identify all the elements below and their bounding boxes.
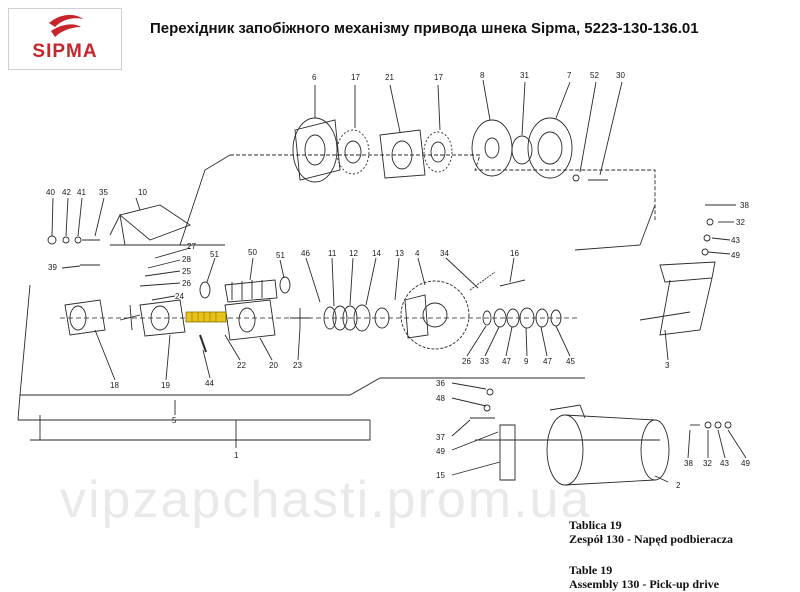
part-number-8: 8 <box>480 71 485 80</box>
part-number-36: 36 <box>436 379 445 388</box>
part-number-14: 14 <box>372 249 381 258</box>
part-number-4: 4 <box>415 249 420 258</box>
part-number-9: 9 <box>524 357 529 366</box>
part-number-13: 13 <box>395 249 404 258</box>
part-number-51: 51 <box>276 251 285 260</box>
sipma-swoosh-icon <box>49 14 83 37</box>
part-number-30: 30 <box>616 71 625 80</box>
part-number-32: 32 <box>736 218 745 227</box>
part-number-37: 37 <box>436 433 445 442</box>
part-number-48: 48 <box>436 394 445 403</box>
part-number-17: 17 <box>351 73 360 82</box>
caption-assembly-pl: Zespół 130 - Napęd podbieracza <box>569 532 734 546</box>
caption-table-en: Table 19 <box>569 563 613 577</box>
part-number-20: 20 <box>269 361 278 370</box>
part-number-26: 26 <box>462 357 471 366</box>
caption-table-pl: Tablica 19 <box>569 518 622 532</box>
logo-text: SIPMA <box>32 41 98 62</box>
part-number-41: 41 <box>77 188 86 197</box>
part-number-28: 28 <box>182 255 191 264</box>
part-number-15: 15 <box>436 471 445 480</box>
part-number-32: 32 <box>703 459 712 468</box>
part-number-38: 38 <box>740 201 749 210</box>
part-number-22: 22 <box>237 361 246 370</box>
highlighted-part-22 <box>185 311 227 323</box>
part-number-49: 49 <box>731 251 740 260</box>
part-number-47: 47 <box>502 357 511 366</box>
part-number-35: 35 <box>99 188 108 197</box>
part-number-5: 5 <box>172 416 177 425</box>
part-number-11: 11 <box>328 249 337 258</box>
part-number-43: 43 <box>720 459 729 468</box>
part-number-34: 34 <box>440 249 449 258</box>
part-number-38: 38 <box>684 459 693 468</box>
part-number-1: 1 <box>234 451 239 460</box>
part-number-26: 26 <box>182 279 191 288</box>
part-number-51: 51 <box>210 250 219 259</box>
part-number-6: 6 <box>312 73 317 82</box>
part-number-2: 2 <box>676 481 681 490</box>
part-number-18: 18 <box>110 381 119 390</box>
part-number-52: 52 <box>590 71 599 80</box>
part-number-21: 21 <box>385 73 394 82</box>
part-number-19: 19 <box>161 381 170 390</box>
part-number-49: 49 <box>436 447 445 456</box>
part-number-17: 17 <box>434 73 443 82</box>
part-number-44: 44 <box>205 379 214 388</box>
part-number-7: 7 <box>567 71 572 80</box>
part-number-23: 23 <box>293 361 302 370</box>
part-number-39: 39 <box>48 263 57 272</box>
part-number-16: 16 <box>510 249 519 258</box>
part-number-33: 33 <box>480 357 489 366</box>
part-number-25: 25 <box>182 267 191 276</box>
part-number-40: 40 <box>46 188 55 197</box>
page-title: Перехідник запобіжного механізму привода… <box>150 20 699 37</box>
sipma-logo: SIPMA <box>8 8 122 70</box>
part-number-27: 27 <box>187 242 196 251</box>
part-number-46: 46 <box>301 249 310 258</box>
part-number-49: 49 <box>741 459 750 468</box>
part-number-47: 47 <box>543 357 552 366</box>
part-number-50: 50 <box>248 248 257 257</box>
part-number-45: 45 <box>566 357 575 366</box>
caption-assembly-en: Assembly 130 - Pick-up drive <box>569 577 719 591</box>
part-number-24: 24 <box>175 292 184 301</box>
part-number-42: 42 <box>62 188 71 197</box>
part-number-12: 12 <box>349 249 358 258</box>
part-number-43: 43 <box>731 236 740 245</box>
part-number-10: 10 <box>138 188 147 197</box>
part-number-31: 31 <box>520 71 529 80</box>
part-number-3: 3 <box>665 361 670 370</box>
